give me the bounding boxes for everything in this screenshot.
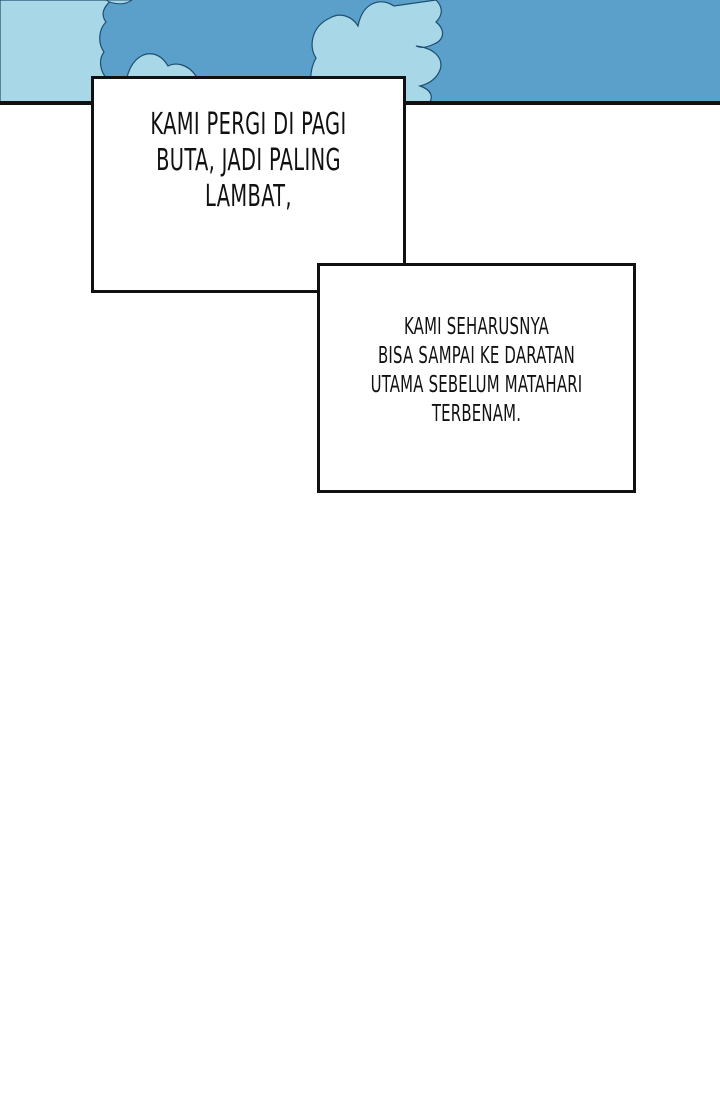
caption-text-1: KAMI PERGI DI PAGI BUTA, JADI PALING LAM… [150,106,347,214]
caption-box-2: KAMI SEHARUSNYA BISA SAMPAI KE DARATAN U… [317,263,636,493]
caption-box-1: KAMI PERGI DI PAGI BUTA, JADI PALING LAM… [91,76,406,293]
caption-text-2: KAMI SEHARUSNYA BISA SAMPAI KE DARATAN U… [370,314,583,427]
